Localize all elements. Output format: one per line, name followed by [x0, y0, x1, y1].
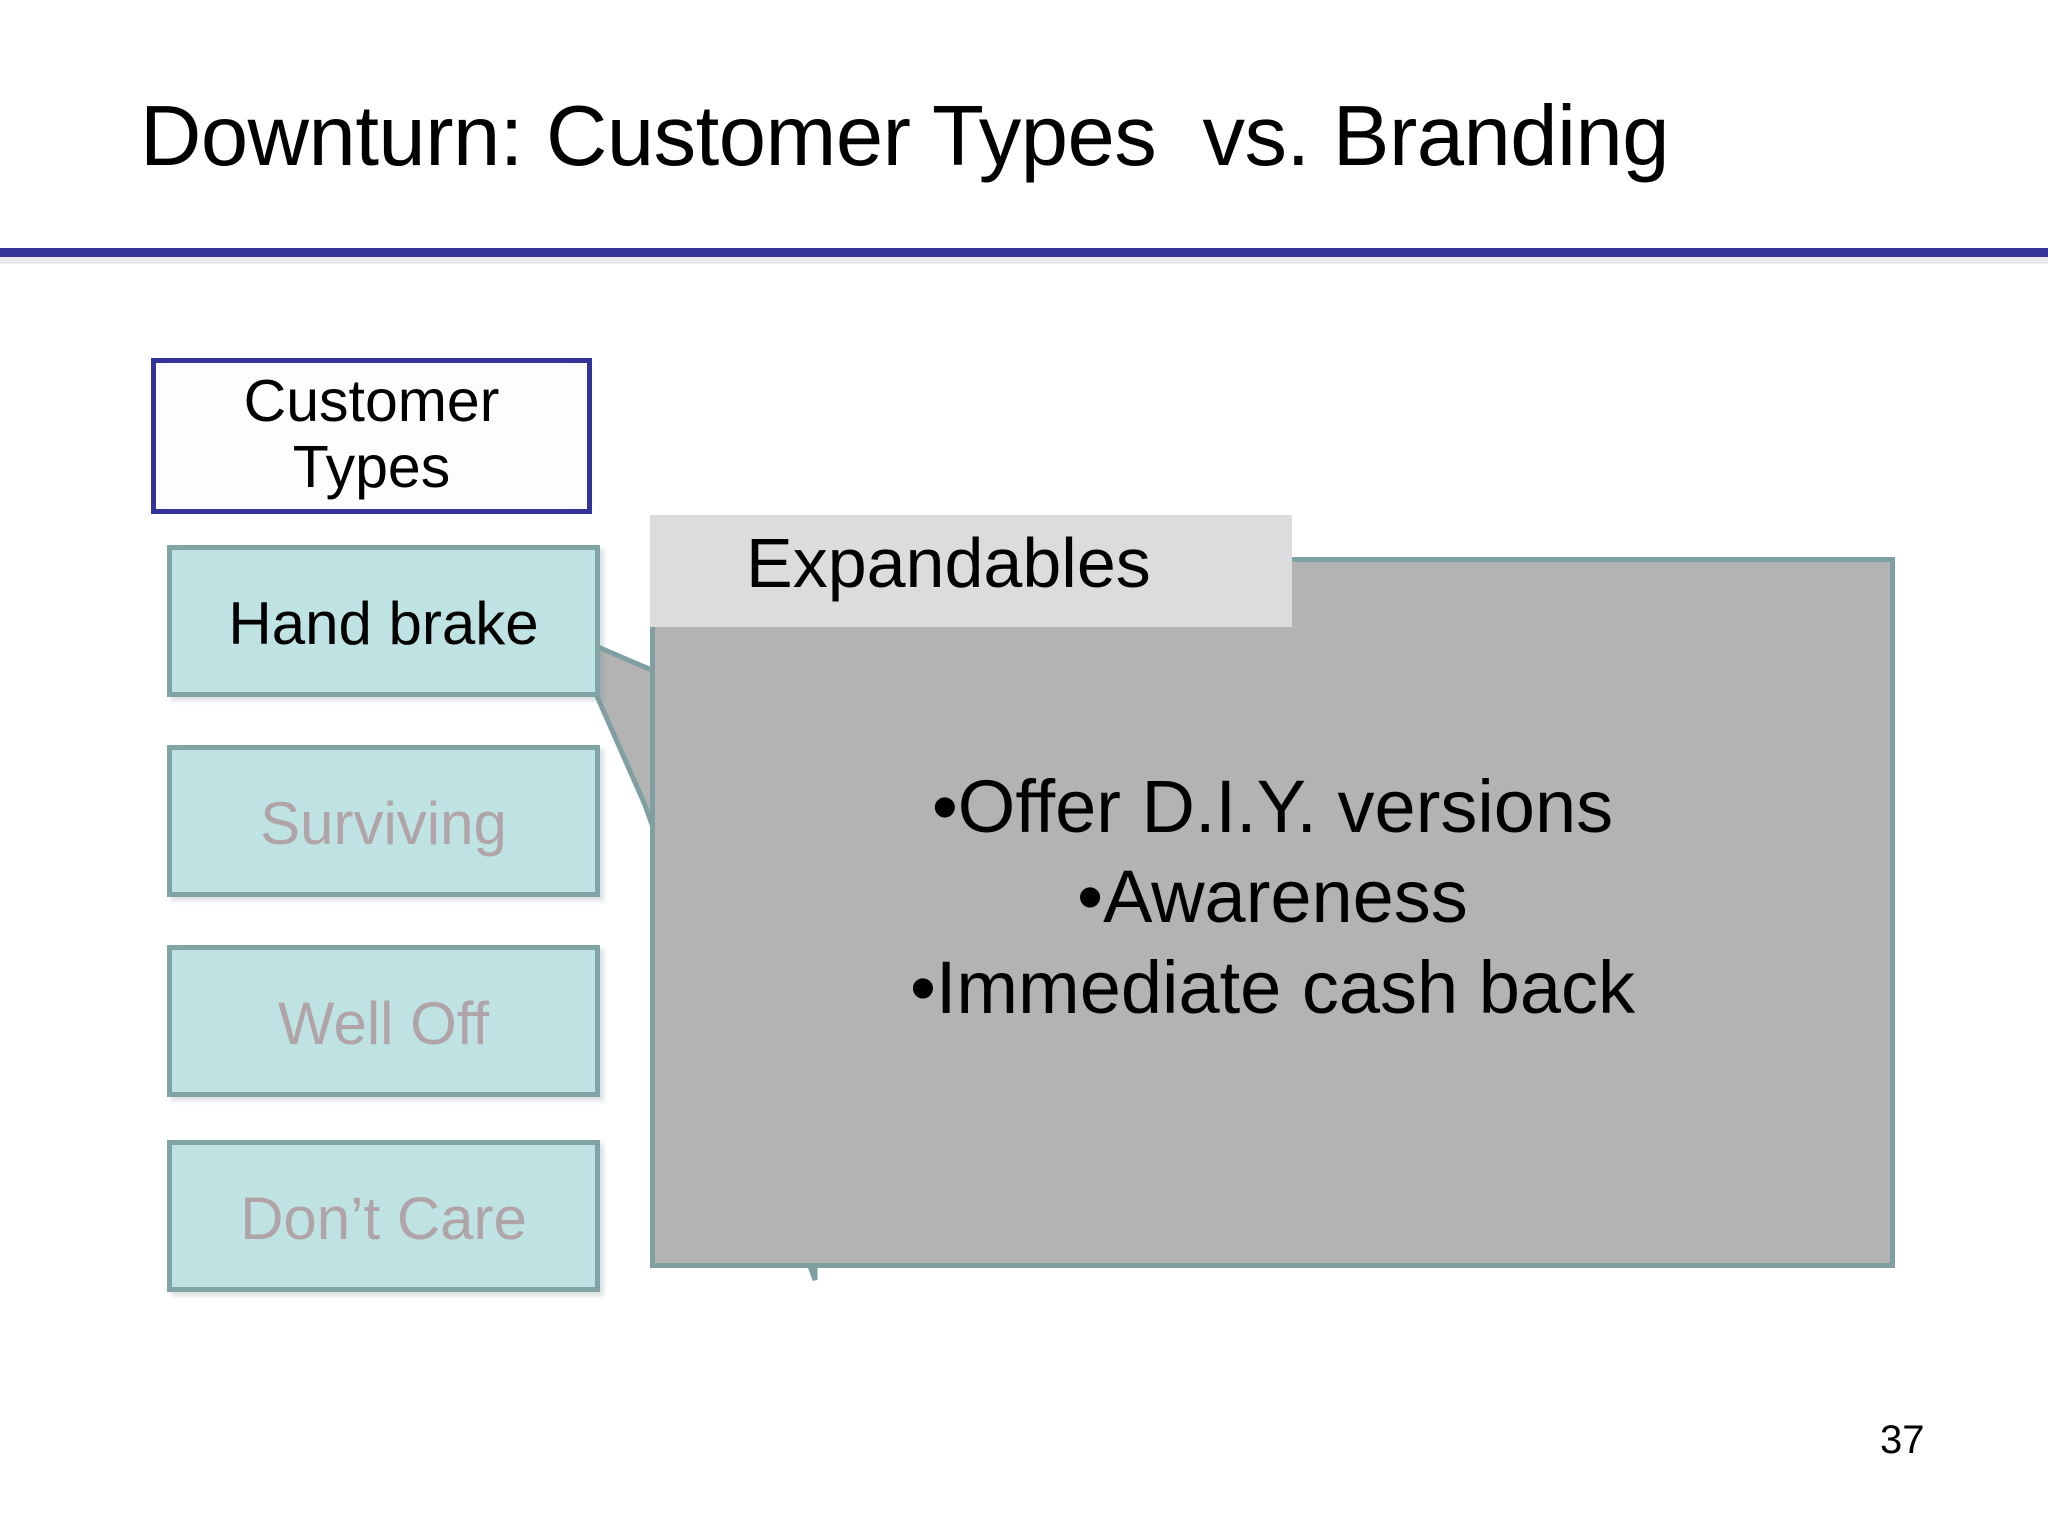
title-divider-shadow	[0, 257, 2048, 264]
customer-type-label-dont-care: Don’t Care	[240, 1185, 527, 1252]
customer-type-chip-hand-brake[interactable]	[167, 545, 600, 697]
title-divider-rule	[0, 248, 2048, 257]
customer-type-chip-dont-care[interactable]	[167, 1140, 600, 1292]
customer-type-label-hand-brake: Hand brake	[228, 590, 539, 657]
customer-types-header-box	[151, 358, 592, 514]
page-title: Downturn: Customer Types vs. Branding	[140, 89, 1670, 184]
callout-bullet-list: •Offer D.I.Y. versions •Awareness •Immed…	[660, 762, 1885, 1033]
page-number: 37	[1880, 1418, 1925, 1462]
customer-type-label-surviving: Surviving	[260, 790, 507, 857]
customer-type-label-well-off: Well Off	[277, 990, 490, 1057]
expandables-header-box	[650, 515, 1292, 627]
customer-type-chip-surviving[interactable]	[167, 745, 600, 897]
callout-bullet-item: •Immediate cash back	[909, 945, 1636, 1029]
expandables-header-label: Expandables	[746, 524, 1151, 602]
callout-bullet-item: •Offer D.I.Y. versions	[931, 765, 1614, 848]
customer-types-header-label: Customer Types	[243, 368, 500, 501]
customer-type-chip-well-off[interactable]	[167, 945, 600, 1097]
callout-bullet-item: •Awareness	[1077, 855, 1468, 939]
